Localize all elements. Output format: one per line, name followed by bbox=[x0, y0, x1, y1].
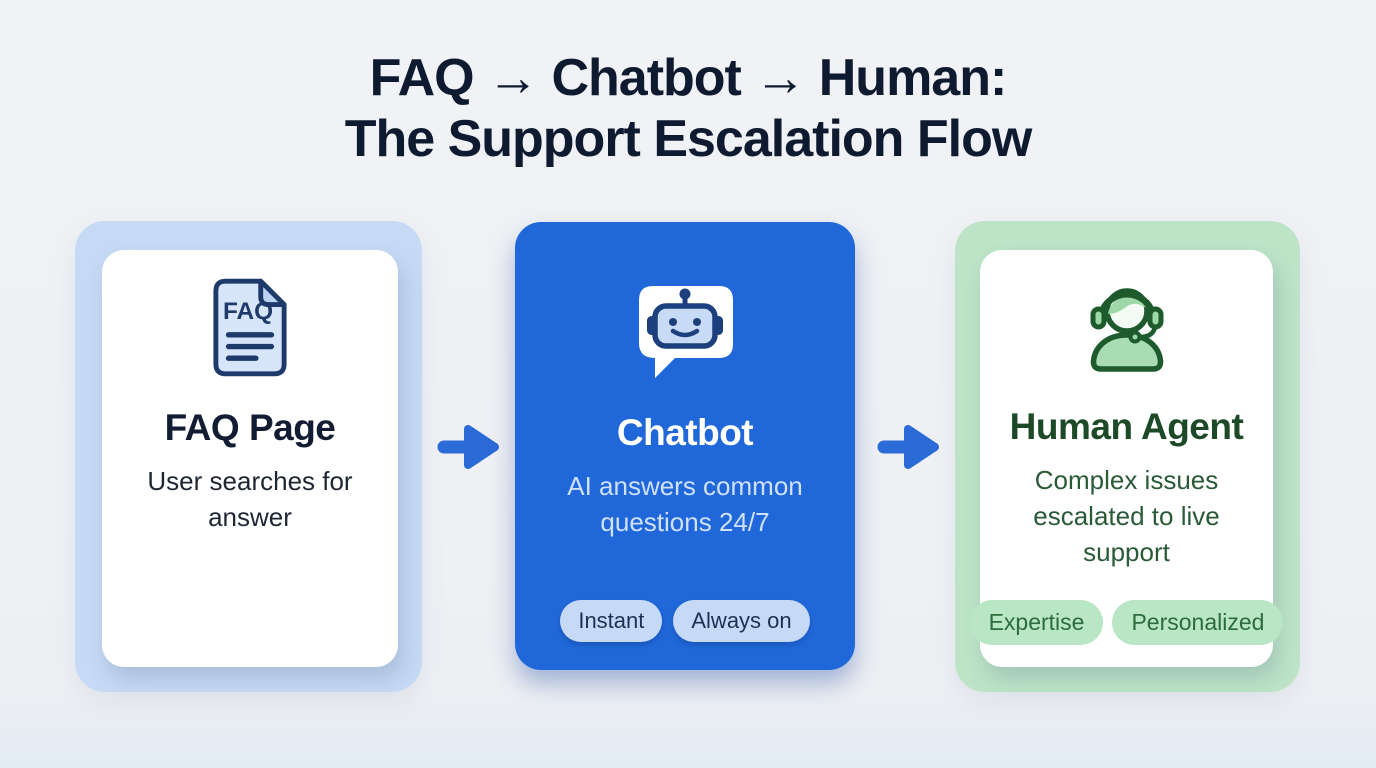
page-title: FAQ → Chatbot → Human: The Support Escal… bbox=[0, 48, 1376, 170]
faq-document-icon: FAQ bbox=[213, 278, 287, 377]
badge-instant: Instant bbox=[560, 600, 663, 642]
card-faq-page-inner: FAQ FAQ Page User searches for answer bbox=[102, 250, 398, 667]
step-description-chatbot: AI answers common questions 24/7 bbox=[567, 471, 803, 537]
card-chatbot: Chatbot AI answers common questions 24/7… bbox=[515, 222, 855, 670]
step-description-human-agent: Complex issues escalated to live support bbox=[1033, 465, 1220, 567]
step-title-chatbot: Chatbot bbox=[616, 412, 754, 453]
human-agent-headset-icon bbox=[1090, 288, 1163, 372]
arrow-right-icon bbox=[437, 425, 499, 469]
badge-expertise: Expertise bbox=[969, 600, 1104, 645]
arrow-right-icon bbox=[877, 425, 939, 469]
card-human-agent: Human Agent Complex issues escalated to … bbox=[955, 221, 1300, 692]
card-faq-page: FAQ FAQ Page User searches for answer bbox=[75, 221, 422, 692]
faq-icon-label: FAQ bbox=[223, 298, 273, 325]
chatbot-robot-icon bbox=[639, 286, 733, 378]
card-human-agent-inner: Human Agent Complex issues escalated to … bbox=[969, 250, 1284, 667]
page-title-line-1: FAQ → Chatbot → Human: bbox=[369, 49, 1008, 107]
page-title-line-2: The Support Escalation Flow bbox=[344, 110, 1033, 168]
step-description-faq-page: User searches for answer bbox=[147, 466, 353, 532]
badge-personalized: Personalized bbox=[1112, 600, 1284, 645]
human-agent-badges: Expertise Personalized bbox=[969, 600, 1284, 645]
badge-always-on: Always on bbox=[673, 600, 810, 642]
chatbot-badges: Instant Always on bbox=[515, 600, 855, 642]
step-title-faq-page: FAQ Page bbox=[164, 407, 336, 448]
step-title-human-agent: Human Agent bbox=[1009, 406, 1244, 447]
